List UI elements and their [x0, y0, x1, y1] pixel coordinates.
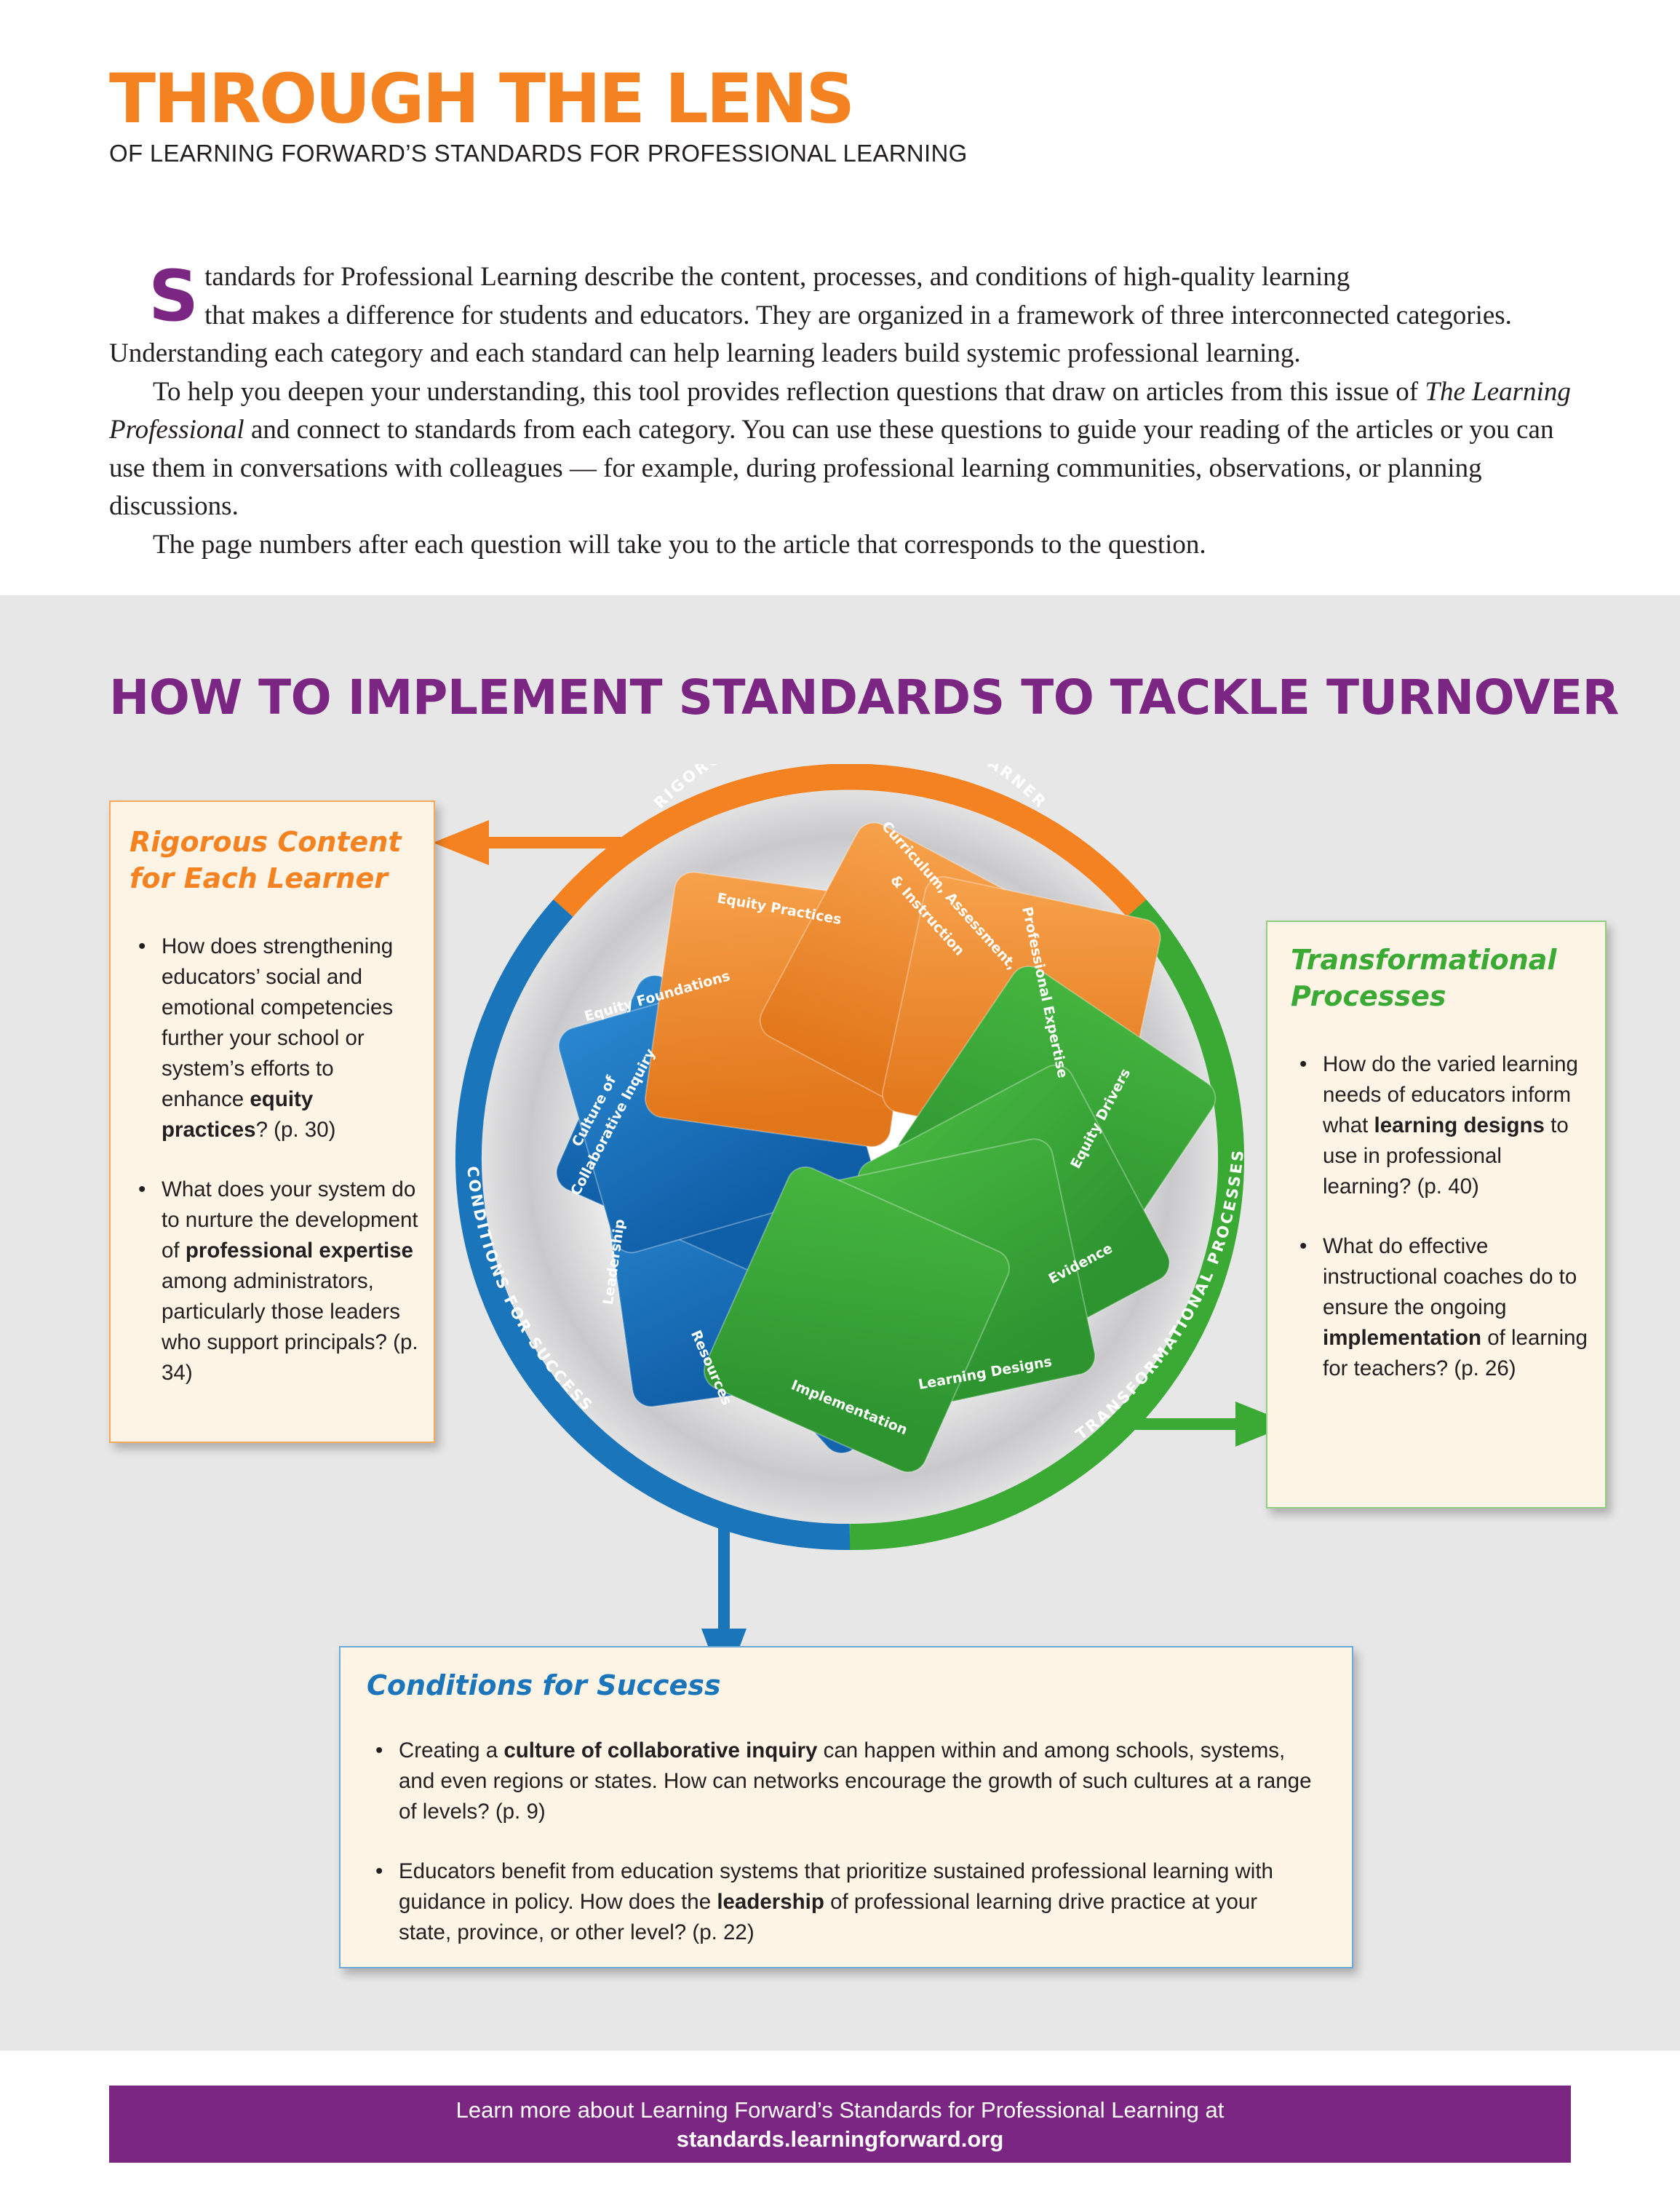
intro-p3: The page numbers after each question wil… — [153, 529, 1206, 560]
journal-name: The Learning Professional — [109, 376, 1571, 445]
intro-p1-rest: that makes a difference for students and… — [109, 300, 1512, 369]
page-header: THROUGH THE LENS OF LEARNING FORWARD’S S… — [109, 65, 1564, 167]
ring-conditions-for-success — [455, 899, 851, 1551]
transformational-question-2: What do effective instructional coaches … — [1291, 1231, 1589, 1384]
card-implementation — [703, 1166, 1010, 1473]
rigorous-content-heading: Rigorous Content for Each Learner — [130, 826, 402, 894]
transformational-question-1: How do the varied learning needs of educ… — [1291, 1049, 1589, 1202]
rigorous-content-box: Rigorous Content for Each Learner How do… — [109, 800, 435, 1443]
footer-text: Learn more about Learning Forward’s Stan… — [455, 2097, 1225, 2123]
conditions-for-success-box: Conditions for Success Creating a cultur… — [339, 1646, 1353, 1968]
intro-p2: To help you deepen your understanding, t… — [109, 376, 1571, 522]
conditions-question-2: Educators benefit from education systems… — [367, 1856, 1315, 1948]
rigorous-questions: How does strengthening educators’ social… — [130, 931, 421, 1388]
arrow-head-rigorous — [433, 820, 489, 865]
arrow-head-transformational — [1235, 1402, 1291, 1447]
conditions-questions: Creating a culture of collaborative inqu… — [367, 1736, 1352, 1948]
intro-p1-first-line: tandards for Professional Learning descr… — [204, 262, 1350, 292]
footer-link[interactable]: standards.learningforward.org — [676, 2126, 1004, 2152]
conditions-question-1: Creating a culture of collaborative inqu… — [367, 1736, 1315, 1827]
drop-cap: S — [148, 255, 199, 337]
standards-wheel-diagram: RIGOROUS CONTENT FOR EACH LEARNER — [433, 764, 1291, 1688]
ring-transformational-processes — [849, 899, 1245, 1551]
page-subtitle: OF LEARNING FORWARD’S STANDARDS FOR PROF… — [109, 140, 968, 167]
page-title: THROUGH THE LENS — [109, 60, 855, 139]
footer-banner: Learn more about Learning Forward’s Stan… — [109, 2086, 1571, 2163]
transformational-processes-heading: Transformational Processes — [1291, 944, 1557, 1012]
intro-text: S tandards for Professional Learning des… — [109, 258, 1572, 564]
transformational-questions: How do the varied learning needs of educ… — [1291, 1049, 1589, 1384]
section-title: HOW TO IMPLEMENT STANDARDS TO TACKLE TUR… — [109, 669, 1619, 726]
rigorous-question-1: How does strengthening educators’ social… — [130, 931, 421, 1145]
rigorous-question-2: What does your system do to nurture the … — [130, 1174, 421, 1388]
transformational-processes-box: Transformational Processes How do the va… — [1266, 921, 1607, 1509]
conditions-for-success-heading: Conditions for Success — [367, 1669, 721, 1701]
